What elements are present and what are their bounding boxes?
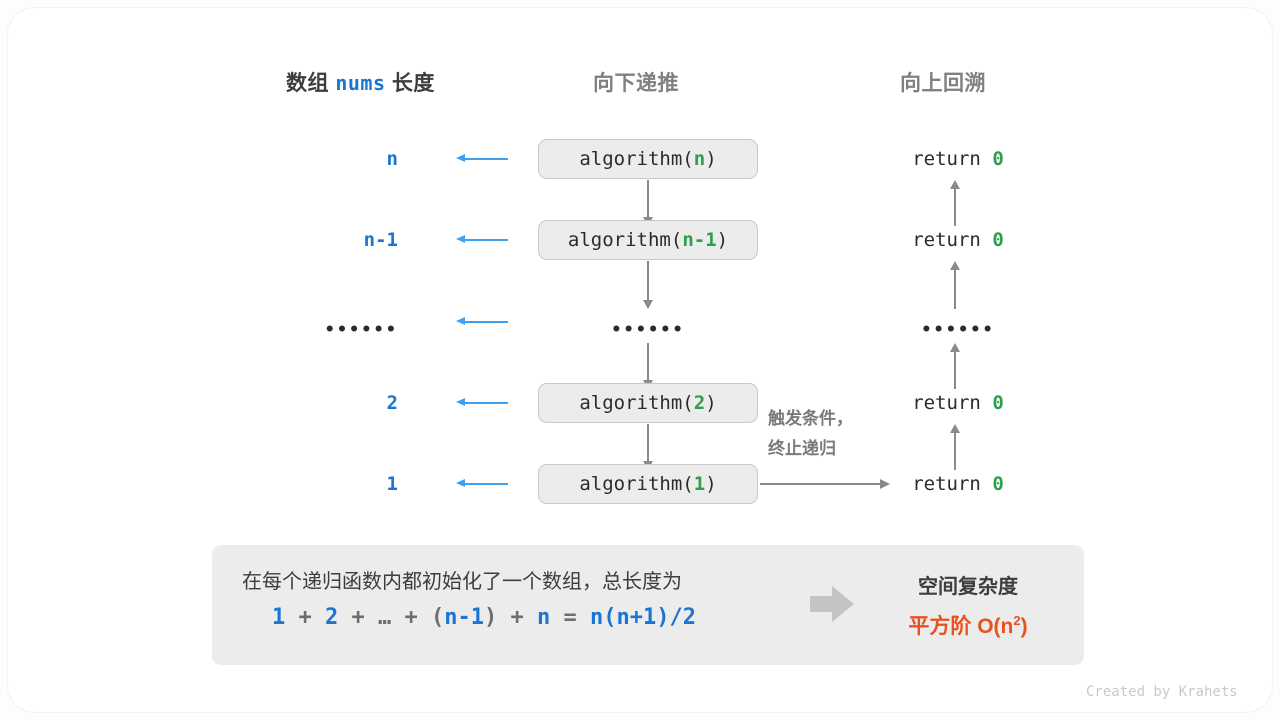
complexity-title: 空间复杂度: [918, 576, 1018, 598]
recursion-row: n-1 algorithm(n-1) return 0: [8, 218, 1280, 262]
call-box[interactable]: algorithm(n): [538, 139, 758, 179]
call-name: algorithm: [579, 392, 683, 414]
formula-op-3: +: [404, 605, 418, 630]
call-ellipsis: ••••••: [611, 320, 685, 340]
blue-left-arrow-icon: [456, 317, 508, 325]
return-statement: return 0: [868, 462, 1048, 506]
return-keyword: return: [912, 148, 981, 170]
trigger-line-1: 触发条件，: [768, 409, 853, 428]
trigger-condition-note: 触发条件， 终止递归: [768, 404, 888, 464]
up-arrow-3: [950, 343, 960, 389]
header-recurse-down: 向下递推: [593, 72, 679, 95]
recursion-row: 2 algorithm(2) return 0: [8, 381, 1280, 425]
length-label: n: [386, 148, 398, 170]
blue-left-arrow-icon: [456, 479, 508, 487]
return-keyword: return: [912, 392, 981, 414]
return-keyword: return: [912, 473, 981, 495]
call-arg: 2: [693, 392, 706, 414]
header-left-code: nums: [335, 71, 386, 95]
call-arg: n: [693, 148, 706, 170]
complexity-tail: ): [1020, 615, 1028, 638]
recursion-row: n algorithm(n) return 0: [8, 137, 1280, 181]
call-arg: 1: [693, 473, 706, 495]
up-arrow-4: [950, 424, 960, 470]
credit-text: Created by Krahets: [1086, 684, 1238, 700]
call-name: algorithm: [579, 148, 683, 170]
recursion-row-ellipsis: •••••• •••••• ••••••: [8, 308, 1280, 352]
formula-result: n(n+1)/2: [590, 605, 696, 630]
blue-left-arrow-icon: [456, 154, 508, 162]
return-value: 0: [992, 473, 1004, 495]
length-label: 1: [386, 473, 398, 495]
formula-term-2: 2: [325, 605, 339, 630]
formula-term-5: n: [537, 605, 551, 630]
formula-paren-open: (: [431, 605, 445, 630]
recursion-row: 1 algorithm(1) return 0: [8, 462, 1280, 506]
formula-op-4: +: [510, 605, 524, 630]
return-value: 0: [992, 392, 1004, 414]
return-ellipsis: ••••••: [921, 320, 995, 340]
formula-ellipsis: …: [378, 605, 392, 630]
header-left-suffix: 长度: [391, 72, 435, 95]
formula-term-1: 1: [272, 605, 286, 630]
header-left-prefix: 数组: [286, 72, 329, 95]
implies-arrow-icon: [810, 586, 854, 622]
formula-paren-close: ): [484, 605, 498, 630]
formula-op-2: +: [351, 605, 365, 630]
formula-equals: =: [563, 605, 577, 630]
call-box[interactable]: algorithm(1): [538, 464, 758, 504]
return-statement: return 0: [868, 381, 1048, 425]
summary-panel: 在每个递归函数内都初始化了一个数组，总长度为 1 + 2 + … + (n-1)…: [212, 545, 1084, 665]
summary-formula: 1 + 2 + … + (n-1) + n = n(n+1)/2: [272, 605, 696, 630]
length-label: n-1: [363, 229, 398, 251]
call-box[interactable]: algorithm(2): [538, 383, 758, 423]
summary-description: 在每个递归函数内都初始化了一个数组，总长度为: [242, 571, 682, 593]
call-arg: n-1: [682, 229, 717, 251]
formula-op-1: +: [298, 605, 312, 630]
complexity-big-o: O(n: [977, 615, 1014, 638]
return-statement: return 0: [868, 137, 1048, 181]
length-label: 2: [386, 392, 398, 414]
complexity-prefix: 平方阶: [908, 615, 972, 638]
call-box[interactable]: algorithm(n-1): [538, 220, 758, 260]
call-name: algorithm: [579, 473, 683, 495]
length-ellipsis: ••••••: [324, 320, 398, 340]
diagram-card: 数组 nums 长度 向下递推 向上回溯: [8, 8, 1272, 712]
return-value: 0: [992, 229, 1004, 251]
trigger-line-2: 终止递归: [768, 439, 836, 458]
complexity-exponent: 2: [1013, 613, 1021, 628]
complexity-value: 平方阶 O(n2): [870, 610, 1066, 640]
call-name: algorithm: [567, 229, 671, 251]
blue-left-arrow-icon: [456, 235, 508, 243]
return-statement: return 0: [868, 218, 1048, 262]
blue-left-arrow-icon: [456, 398, 508, 406]
base-case-arrow-icon: [760, 478, 890, 489]
up-arrow-1: [950, 180, 960, 226]
down-arrow-2: [643, 261, 653, 309]
header-backtrack-up: 向上回溯: [900, 72, 986, 95]
return-value: 0: [992, 148, 1004, 170]
formula-term-4: n-1: [444, 605, 484, 630]
up-arrow-2: [950, 261, 960, 309]
return-keyword: return: [912, 229, 981, 251]
header-array-length: 数组 nums 长度: [286, 67, 435, 97]
